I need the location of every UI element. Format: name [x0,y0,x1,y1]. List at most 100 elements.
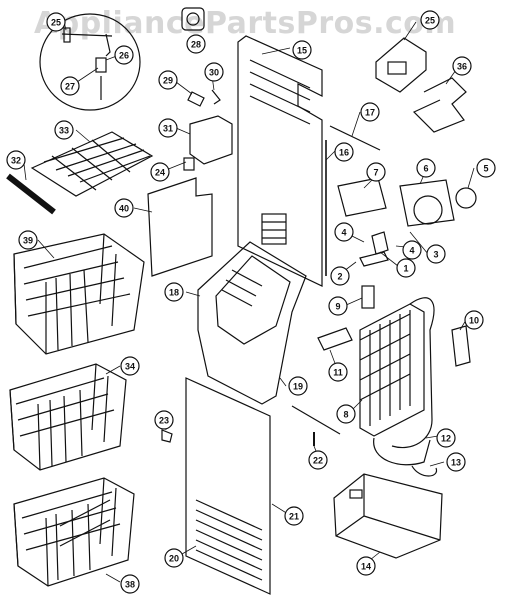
callout-circle [366,162,386,182]
callout-circle [436,428,456,448]
callout-15: 15 [292,40,312,60]
callout-circle [164,548,184,568]
callout-number: 29 [163,76,173,86]
callout-40: 40 [114,198,134,218]
callout-number: 3 [433,250,438,260]
fitting-part [181,7,205,31]
basket-38 [13,477,135,587]
callout-number: 17 [365,108,375,118]
callout-number: 18 [169,288,179,298]
wire-harness [373,437,438,477]
callout-34: 34 [120,356,140,376]
callout-number: 4 [409,246,414,256]
callout-10: 10 [464,310,484,330]
callout-9: 9 [328,296,348,316]
callout-circle [396,258,416,278]
callout-31: 31 [158,118,178,138]
callout-number: 40 [119,204,129,214]
callout-2: 2 [330,266,350,286]
callout-36: 36 [452,56,472,76]
callout-number: 10 [469,316,479,326]
callout-circle [120,574,140,594]
back-panel [237,35,323,287]
bracket-part [375,37,427,93]
callout-27: 27 [60,76,80,96]
callout-circle [328,296,348,316]
callout-circle [60,76,80,96]
callout-circle [334,222,354,242]
callout-33: 33 [54,120,74,140]
callout-18: 18 [164,282,184,302]
callout-circle [416,158,436,178]
callout-circle [360,102,380,122]
callout-number: 28 [191,40,201,50]
callout-number: 11 [333,368,343,378]
callout-circle [18,230,38,250]
callout-circle [288,376,308,396]
cover-panel [147,177,213,277]
basket-34 [9,363,127,471]
callout-12: 12 [436,428,456,448]
callout-circle [402,240,422,260]
callout-circle [284,506,304,526]
callout-number: 38 [125,580,135,590]
callout-21: 21 [284,506,304,526]
callout-circle [46,12,66,32]
callout-14: 14 [356,556,376,576]
callout-25a: 25 [46,12,66,32]
callout-number: 8 [343,410,348,420]
callout-29: 29 [158,70,178,90]
tube-part [412,77,467,133]
callout-number: 2 [337,272,342,282]
callout-28: 28 [186,34,206,54]
callout-number: 26 [119,51,129,61]
basket-39 [13,233,145,355]
callout-number: 9 [335,302,340,312]
callout-circle [420,10,440,30]
callout-4b: 4 [402,240,422,260]
callout-number: 25 [51,18,61,28]
callout-circle [426,244,446,264]
callout-number: 23 [159,416,169,426]
callout-number: 34 [125,362,135,372]
control-parts [337,177,477,267]
callout-38: 38 [120,574,140,594]
callout-circle [114,198,134,218]
callout-circle [336,404,356,424]
callout-circle [158,70,178,90]
detail-circle [39,13,141,111]
wire-shelf [30,131,154,197]
callout-6: 6 [416,158,436,178]
callout-number: 21 [289,512,299,522]
callout-26: 26 [114,45,134,65]
callout-circle [150,162,170,182]
callout-13: 13 [446,452,466,472]
callout-number: 19 [293,382,303,392]
callout-1: 1 [396,258,416,278]
callout-3: 3 [426,244,446,264]
callout-circle [114,45,134,65]
drain-pan [333,473,443,559]
callout-circle [356,556,376,576]
callout-circle [446,452,466,472]
evaporator [359,297,435,449]
callout-circle [334,142,354,162]
callout-number: 39 [23,236,33,246]
callout-25b: 25 [420,10,440,30]
center-housing [197,241,307,405]
lower-panel [185,377,271,595]
bulb-parts [187,89,221,107]
callout-circle [120,356,140,376]
callout-22: 22 [308,450,328,470]
callout-number: 5 [483,164,488,174]
callout-number: 33 [59,126,69,136]
callout-20: 20 [164,548,184,568]
callout-number: 31 [163,124,173,134]
small-parts [317,285,471,367]
callout-number: 22 [313,456,323,466]
callout-number: 30 [209,68,219,78]
callout-circle [154,410,174,430]
